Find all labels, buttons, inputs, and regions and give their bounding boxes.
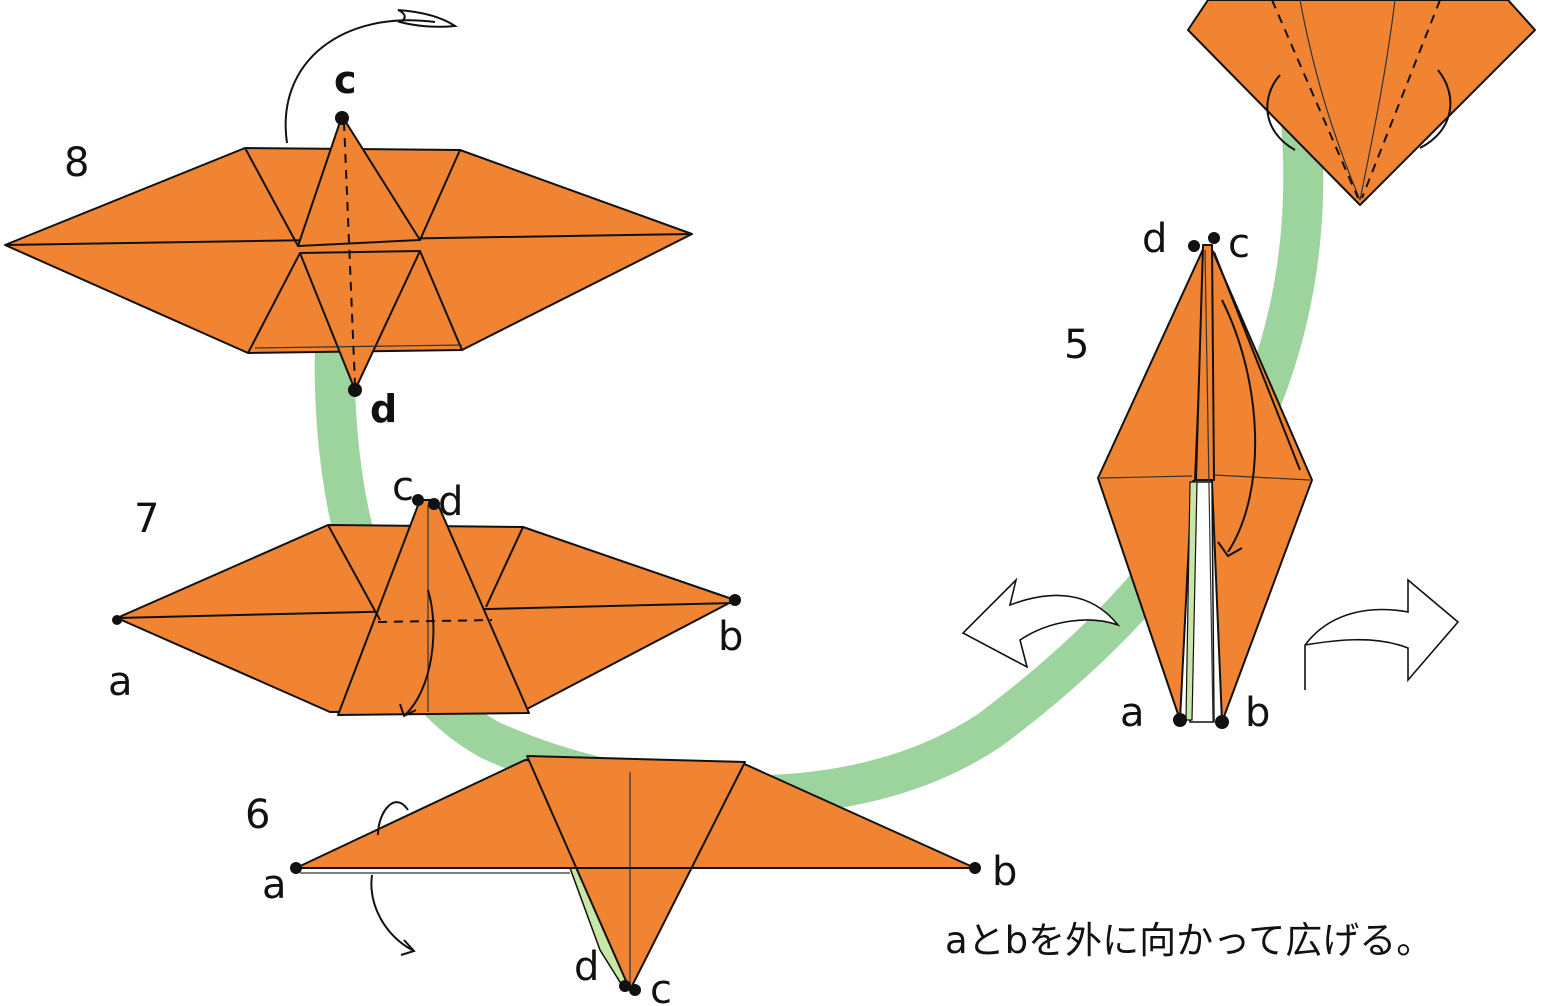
step-8-label-d: d <box>370 387 397 431</box>
step-5-label-c: c <box>1228 221 1250 267</box>
step-6-label-d: d <box>574 944 599 990</box>
step-7-label-d: d <box>438 479 463 525</box>
step-8-number: 8 <box>64 140 89 186</box>
point-c-dot <box>629 984 641 996</box>
step-5-model <box>1097 232 1313 729</box>
point-b-dot <box>729 594 741 606</box>
point-c-dot <box>412 494 424 506</box>
step-7-label-b: b <box>718 614 743 660</box>
point-a-dot <box>1173 713 1187 727</box>
step-5-label-b: b <box>1245 690 1270 736</box>
fold-arrow-icon <box>1221 299 1257 553</box>
spread-right-arrow-icon <box>1304 578 1460 690</box>
step-6-label-c: c <box>650 967 672 1006</box>
point-d-dot <box>619 980 631 992</box>
point-b-dot <box>1215 715 1229 729</box>
point-d-dot <box>1188 240 1200 252</box>
instruction-text: aとbを外に向かって広げる。 <box>945 919 1433 962</box>
step-6-label-a: a <box>262 862 287 908</box>
step-7-label-a: a <box>108 659 133 705</box>
point-d-dot <box>348 383 362 397</box>
fold-arrow-icon <box>1266 74 1296 151</box>
fold-arrow-icon <box>370 874 413 951</box>
point-b-dot <box>969 862 981 874</box>
spread-left-arrow-icon <box>961 577 1121 669</box>
step-8-model <box>4 9 693 397</box>
point-a-dot <box>290 862 302 874</box>
step-5-number: 5 <box>1064 322 1089 368</box>
point-c-dot <box>335 111 349 125</box>
step-6-model <box>290 755 981 996</box>
turn-over-arrow-icon <box>284 19 436 144</box>
point-d-dot <box>428 498 440 510</box>
step-7-model <box>112 494 741 718</box>
fold-arrow-icon <box>1419 69 1452 149</box>
step-7-label-c: c <box>392 464 414 510</box>
step-4-model <box>1187 0 1536 206</box>
fold-arrow-icon <box>404 589 435 716</box>
step-6-label-b: b <box>992 849 1017 895</box>
turn-over-arrow-icon <box>377 801 409 836</box>
step-5-label-a: a <box>1120 690 1145 736</box>
step-7-number: 7 <box>134 496 159 542</box>
step-6-number: 6 <box>245 792 270 838</box>
step-8-label-c: c <box>334 58 357 102</box>
point-a-dot <box>112 615 122 625</box>
point-c-dot <box>1208 232 1220 244</box>
step-5-label-d: d <box>1142 216 1167 262</box>
